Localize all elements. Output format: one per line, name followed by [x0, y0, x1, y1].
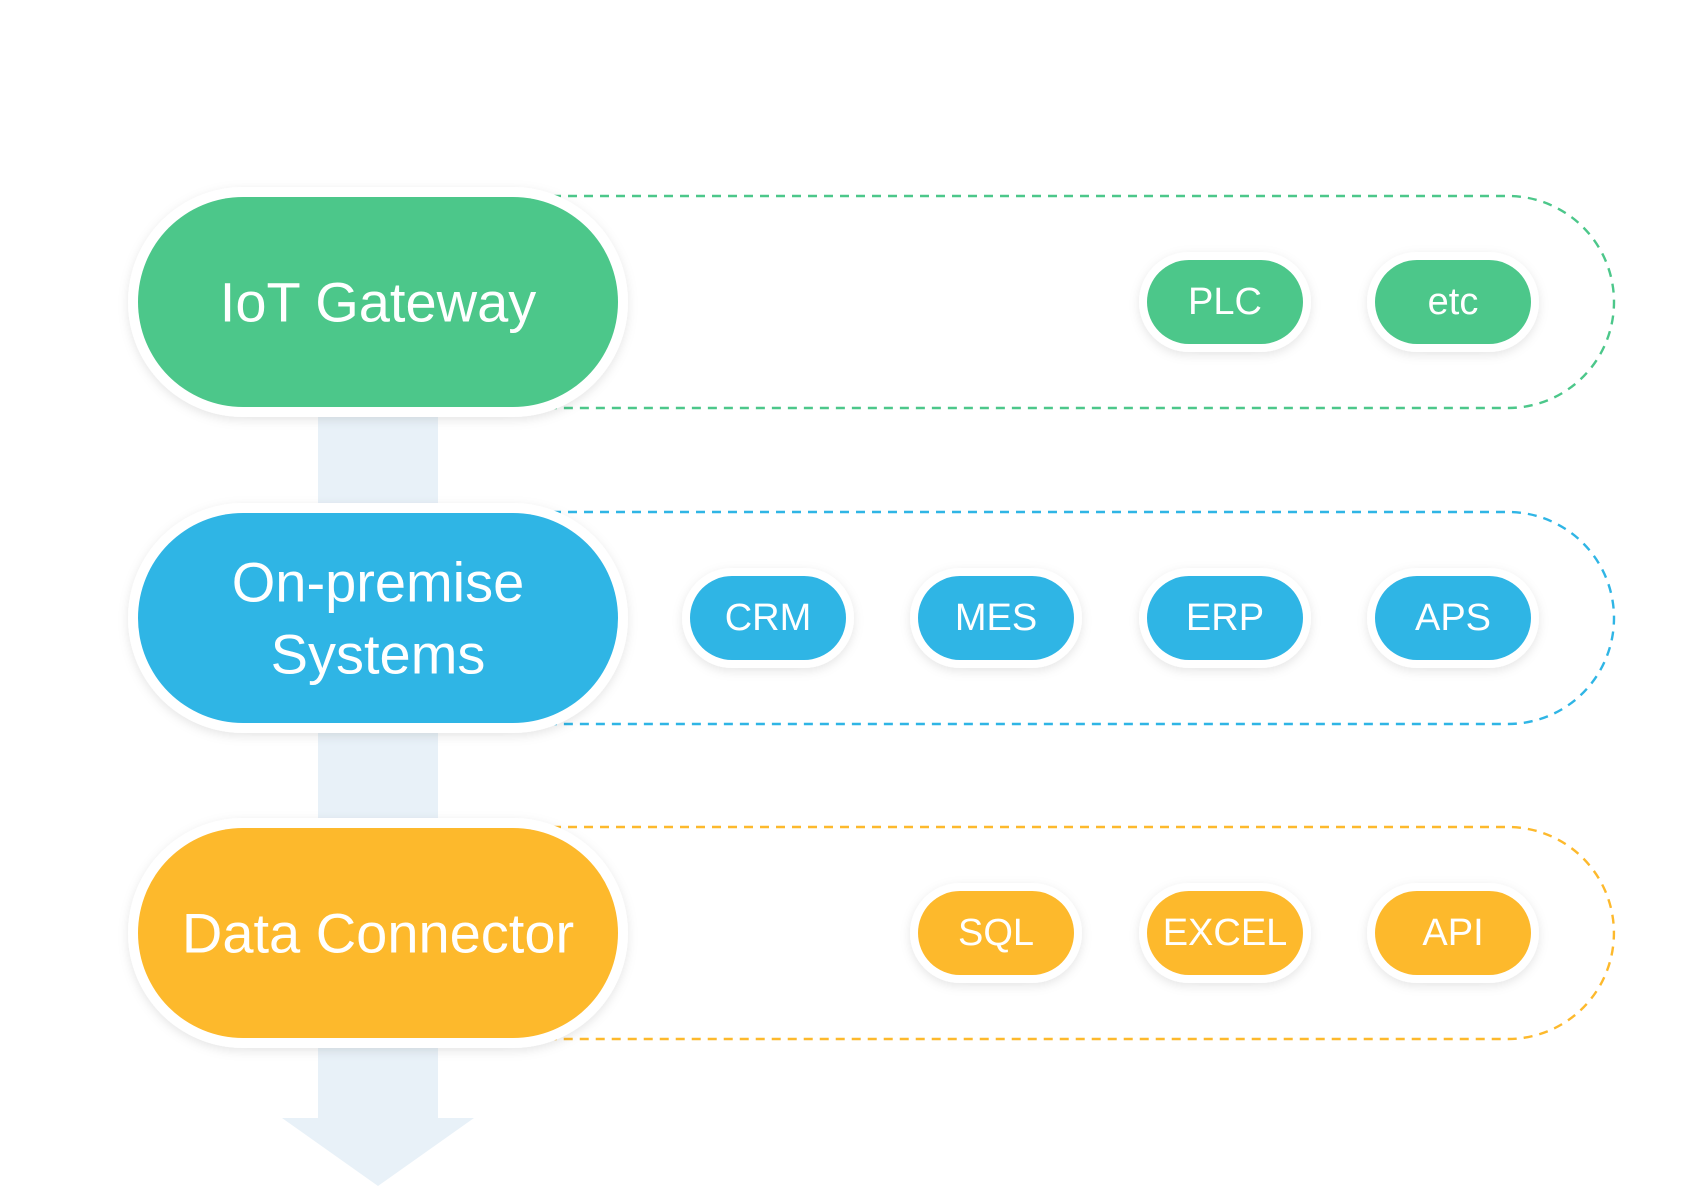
on-premise-systems-chip-body	[690, 576, 846, 660]
row-iot-gateway: IoT Gateway PLC etc	[128, 187, 1616, 417]
row-data-connector: Data Connector SQL EXCEL API	[128, 818, 1616, 1048]
on-premise-systems-chip-erp: ERP	[1139, 568, 1311, 668]
iot-gateway-label-line-1: IoT Gateway	[220, 271, 536, 334]
on-premise-systems-chip-label: ERP	[1186, 597, 1264, 639]
iot-gateway-group-outline	[552, 194, 1616, 410]
flow-arrow-head	[282, 1118, 474, 1186]
on-premise-systems-label-line-1: On-premise	[232, 551, 525, 614]
on-premise-systems-group-outline	[552, 510, 1616, 726]
data-connector-node	[138, 828, 618, 1038]
data-connector-group-outline	[552, 825, 1616, 1041]
on-premise-systems-chip-body	[1147, 576, 1303, 660]
on-premise-systems-chip-label: APS	[1415, 597, 1491, 639]
iot-gateway-chip-body	[1147, 260, 1303, 344]
data-connector-chip-body	[918, 891, 1074, 975]
on-premise-systems-chip-label: MES	[955, 597, 1037, 639]
data-connector-chip-sql: SQL	[910, 883, 1082, 983]
data-connector-chip-excel: EXCEL	[1139, 883, 1311, 983]
data-connector-chip-api: API	[1367, 883, 1539, 983]
on-premise-systems-node	[138, 513, 618, 723]
data-connector-chip-body	[1147, 891, 1303, 975]
on-premise-systems-chip-body	[918, 576, 1074, 660]
on-premise-systems-label-line-2: Systems	[271, 623, 486, 686]
iot-gateway-node	[138, 197, 618, 407]
data-connector-chip-label: API	[1422, 912, 1483, 954]
data-connector-chip-body	[1375, 891, 1531, 975]
iot-gateway-chip-plc: PLC	[1139, 252, 1311, 352]
data-connector-chip-label: SQL	[958, 912, 1034, 954]
on-premise-systems-chip-body	[1375, 576, 1531, 660]
data-connector-chip-label: EXCEL	[1163, 912, 1288, 954]
on-premise-systems-chip-label: CRM	[725, 597, 812, 639]
iot-gateway-chip-etc: etc	[1367, 252, 1539, 352]
on-premise-systems-chip-crm: CRM	[682, 568, 854, 668]
on-premise-systems-chip-aps: APS	[1367, 568, 1539, 668]
on-premise-systems-chip-mes: MES	[910, 568, 1082, 668]
data-connector-label-line-1: Data Connector	[182, 902, 574, 965]
iot-gateway-chip-label: PLC	[1188, 281, 1262, 323]
iot-gateway-chip-label: etc	[1428, 281, 1479, 323]
iot-gateway-chip-body	[1375, 260, 1531, 344]
